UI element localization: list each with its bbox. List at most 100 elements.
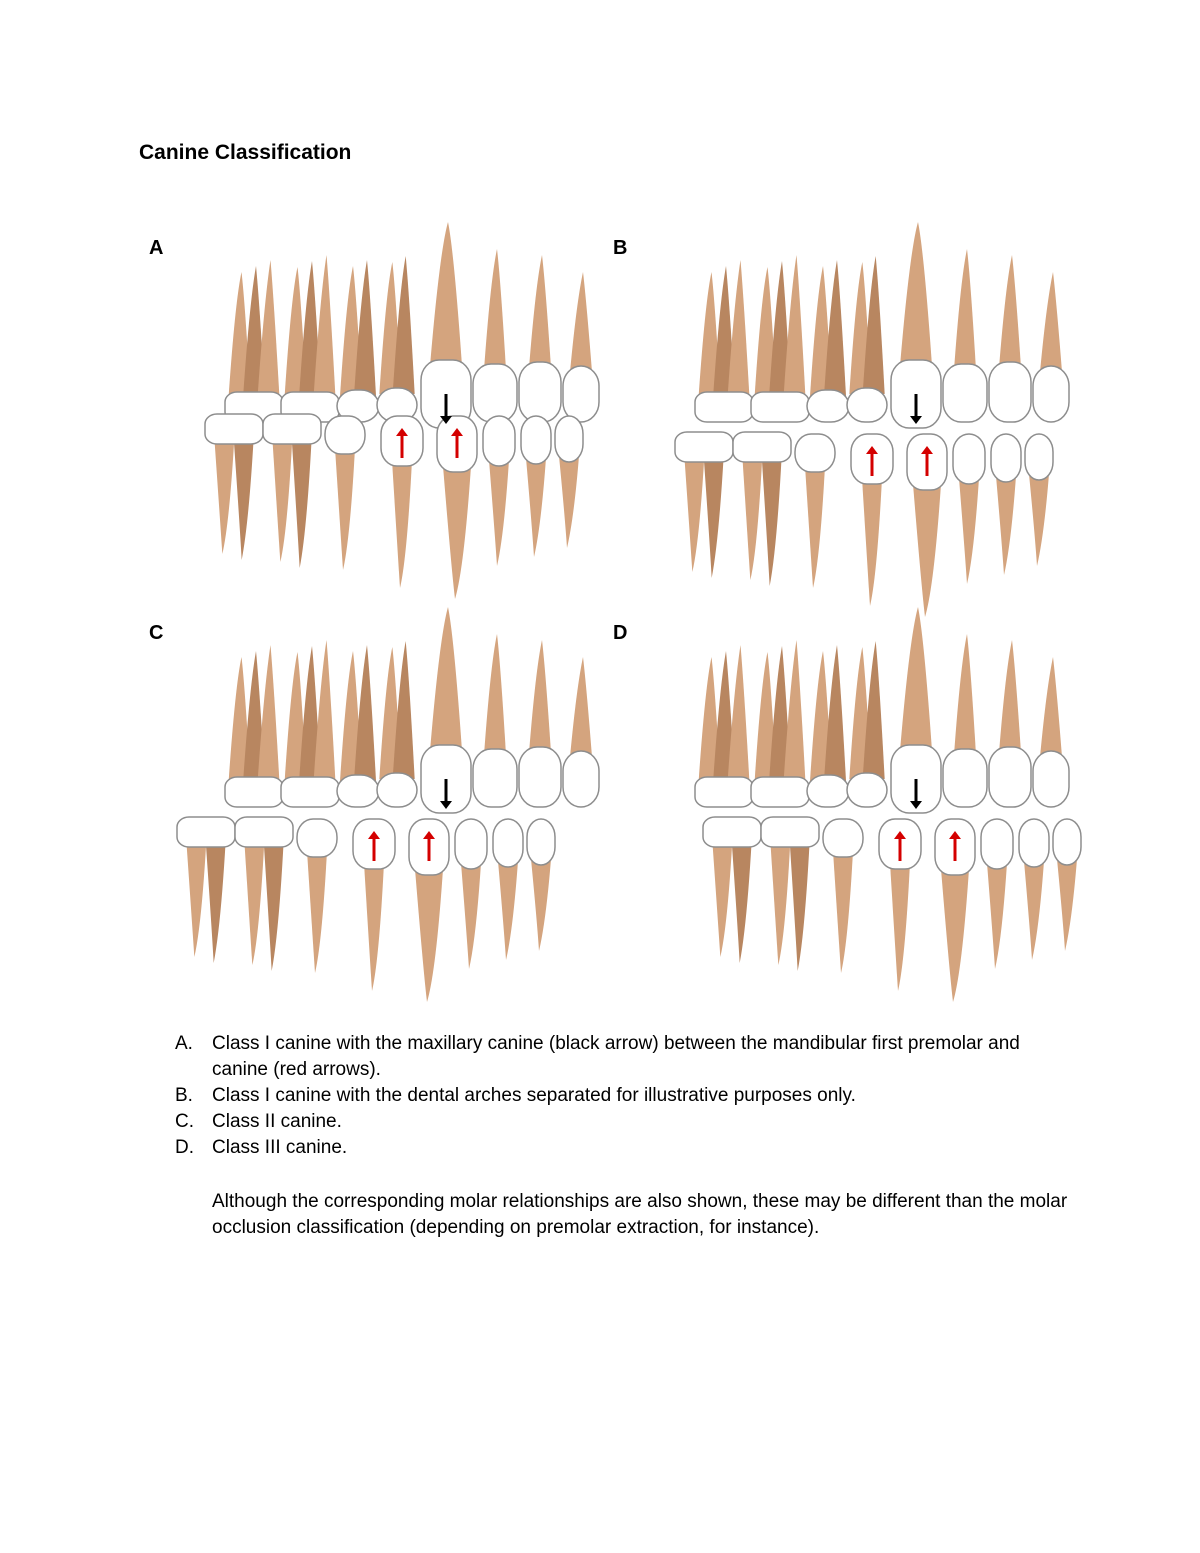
upper-tooth-root bbox=[862, 641, 885, 779]
lower-tooth-root bbox=[703, 456, 724, 578]
upper-tooth-crown bbox=[1032, 365, 1070, 423]
upper-tooth-root bbox=[698, 272, 721, 398]
caption-list: A. Class I canine with the maxillary can… bbox=[175, 1031, 1075, 1161]
upper-tooth-root bbox=[727, 645, 750, 783]
upper-tooth-root bbox=[228, 657, 251, 783]
upper-tooth-root bbox=[299, 261, 321, 398]
panel-d: D bbox=[605, 607, 1125, 1002]
lower-tooth-crown bbox=[262, 413, 322, 445]
upper-tooth-root bbox=[824, 260, 846, 396]
lower-tooth-root bbox=[731, 841, 752, 963]
upper-tooth-root bbox=[754, 652, 777, 783]
panel-label-d: D bbox=[613, 622, 628, 644]
caption-text: Class III canine. bbox=[212, 1137, 348, 1158]
red-arrow-head bbox=[368, 831, 380, 839]
upper-tooth-root bbox=[769, 261, 791, 398]
upper-tooth-root bbox=[1040, 272, 1062, 372]
red-arrow-head bbox=[921, 446, 933, 454]
upper-tooth-root bbox=[769, 646, 791, 783]
red-arrow-head bbox=[451, 428, 463, 436]
red-arrow bbox=[894, 831, 906, 861]
teeth-illustration-b bbox=[674, 222, 1070, 617]
lower-tooth-crown bbox=[526, 818, 556, 866]
lower-tooth-root bbox=[461, 863, 481, 969]
upper-tooth-root bbox=[954, 249, 976, 370]
explanatory-note: Although the corresponding molar relatio… bbox=[212, 1191, 1068, 1238]
lower-tooth-crown bbox=[454, 818, 488, 870]
black-arrow bbox=[910, 779, 922, 809]
upper-tooth-crown bbox=[1032, 750, 1070, 808]
lower-tooth-crown bbox=[482, 415, 516, 467]
caption-item: D. Class III canine. bbox=[175, 1135, 1075, 1161]
lower-tooth-root bbox=[959, 478, 979, 584]
lower-tooth-root bbox=[244, 841, 265, 965]
upper-tooth-crown bbox=[224, 776, 284, 808]
lower-tooth-root bbox=[890, 863, 910, 991]
upper-tooth-crown bbox=[518, 746, 562, 808]
upper-tooth-crown bbox=[942, 363, 988, 423]
black-arrow-head bbox=[910, 416, 922, 424]
panel-a: A bbox=[135, 222, 655, 602]
upper-tooth-root bbox=[727, 260, 750, 398]
upper-tooth-root bbox=[754, 267, 777, 398]
black-arrow-head bbox=[440, 416, 452, 424]
lower-tooth-root bbox=[789, 841, 810, 971]
lower-tooth-crown bbox=[204, 413, 264, 445]
lower-tooth-root bbox=[489, 460, 509, 566]
lower-tooth-crown bbox=[674, 431, 734, 463]
upper-tooth-root bbox=[570, 272, 592, 372]
panel-c: C bbox=[135, 607, 655, 1002]
lower-tooth-root bbox=[307, 851, 327, 973]
upper-tooth-crown bbox=[988, 746, 1032, 808]
lower-tooth-root bbox=[526, 458, 546, 557]
upper-tooth-root bbox=[284, 267, 307, 398]
lower-tooth-crown bbox=[702, 816, 762, 848]
upper-tooth-root bbox=[529, 255, 551, 368]
red-arrow bbox=[949, 831, 961, 861]
lower-tooth-root bbox=[214, 438, 235, 554]
lower-tooth-crown bbox=[324, 415, 366, 455]
upper-tooth-root bbox=[243, 651, 265, 783]
upper-tooth-root bbox=[1040, 657, 1062, 757]
red-arrow-head bbox=[423, 831, 435, 839]
caption-item: B. Class I canine with the dental arches… bbox=[175, 1083, 1075, 1109]
lower-tooth-root bbox=[531, 859, 551, 951]
lower-tooth-crown bbox=[296, 818, 338, 858]
lower-tooth-root bbox=[364, 863, 384, 991]
lower-tooth-root bbox=[684, 456, 705, 572]
lower-tooth-root bbox=[263, 841, 284, 971]
upper-tooth-root bbox=[900, 607, 932, 751]
upper-tooth-root bbox=[900, 222, 932, 366]
upper-tooth-root bbox=[430, 222, 462, 366]
red-arrow-head bbox=[866, 446, 878, 454]
lower-tooth-crown bbox=[234, 816, 294, 848]
red-arrow bbox=[451, 428, 463, 458]
upper-tooth-crown bbox=[942, 748, 988, 808]
lower-tooth-root bbox=[415, 869, 443, 1002]
upper-tooth-root bbox=[299, 646, 321, 783]
teeth-illustration-d bbox=[694, 607, 1082, 1002]
upper-tooth-root bbox=[824, 645, 846, 781]
upper-tooth-root bbox=[698, 657, 721, 783]
lower-tooth-root bbox=[996, 476, 1016, 575]
upper-tooth-root bbox=[529, 640, 551, 753]
red-arrow bbox=[368, 831, 380, 861]
red-arrow bbox=[866, 446, 878, 476]
lower-tooth-root bbox=[761, 456, 782, 586]
upper-tooth-crown bbox=[376, 772, 418, 808]
lower-tooth-root bbox=[335, 448, 355, 570]
black-arrow bbox=[910, 394, 922, 424]
lower-tooth-crown bbox=[990, 433, 1022, 483]
upper-tooth-crown bbox=[694, 391, 754, 423]
caption-text: Class I canine with the maxillary canine… bbox=[212, 1033, 1020, 1080]
upper-tooth-root bbox=[243, 266, 265, 398]
upper-tooth-root bbox=[392, 256, 415, 394]
caption-item: A. Class I canine with the maxillary can… bbox=[175, 1031, 1075, 1083]
lower-tooth-root bbox=[862, 478, 882, 606]
upper-tooth-root bbox=[862, 256, 885, 394]
black-arrow-head bbox=[910, 801, 922, 809]
lower-tooth-root bbox=[205, 841, 226, 963]
caption-marker: D. bbox=[175, 1137, 194, 1158]
caption-item: C. Class II canine. bbox=[175, 1109, 1075, 1135]
upper-tooth-crown bbox=[694, 776, 754, 808]
